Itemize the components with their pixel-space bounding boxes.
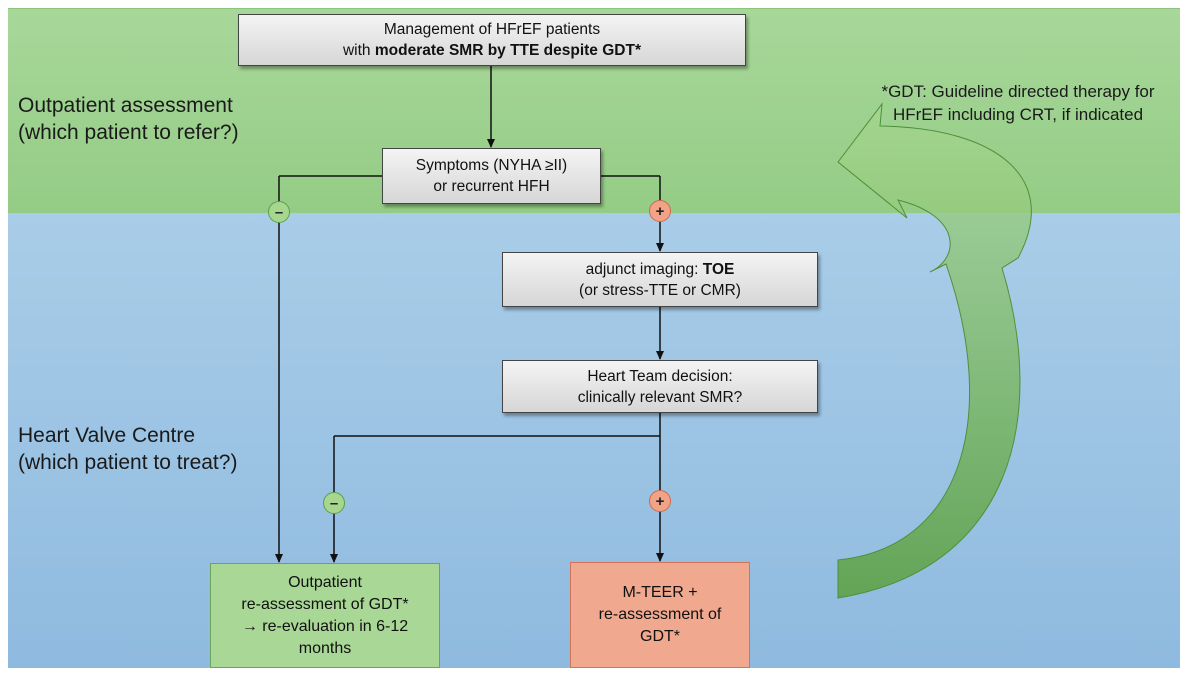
management-line2: with moderate SMR by TTE despite GDT* bbox=[342, 42, 641, 59]
outpatient-region-title: Outpatient assessment bbox=[18, 94, 233, 117]
hvc-region-subtitle: (which patient to treat?) bbox=[18, 451, 238, 474]
negative-badge-heart-team: – bbox=[323, 492, 345, 514]
positive-badge-symptoms: + bbox=[649, 200, 671, 222]
outpatient-region-subtitle: (which patient to refer?) bbox=[18, 121, 239, 144]
imaging-box: adjunct imaging: TOE (or stress-TTE or C… bbox=[502, 252, 818, 307]
outpatient-region-label: Outpatient assessment (which patient to … bbox=[18, 92, 239, 146]
gdt-footnote: *GDT: Guideline directed therapy for HFr… bbox=[881, 82, 1155, 124]
mteer-line1: M-TEER + bbox=[622, 584, 698, 601]
imaging-line2: (or stress-TTE or CMR) bbox=[579, 281, 741, 299]
management-box: Management of HFrEF patients with modera… bbox=[238, 14, 746, 66]
imaging-line1: adjunct imaging: TOE bbox=[585, 260, 735, 278]
symptoms-line1: Symptoms (NYHA ≥II) bbox=[415, 157, 568, 174]
positive-badge-heart-team: + bbox=[649, 490, 671, 512]
heart-team-box: Heart Team decision: clinically relevant… bbox=[502, 360, 818, 413]
outpatient-result-line1: Outpatient bbox=[288, 573, 362, 591]
outpatient-result-line2: re-assessment of GDT* bbox=[241, 595, 409, 613]
mteer-box: M-TEER + re-assessment of GDT* bbox=[570, 562, 750, 668]
symptoms-line2: or recurrent HFH bbox=[433, 178, 550, 195]
heart-team-line2: clinically relevant SMR? bbox=[577, 388, 743, 406]
feedback-curved-arrow bbox=[837, 102, 1032, 599]
mteer-line2: re-assessment of bbox=[598, 606, 722, 623]
hvc-region-title: Heart Valve Centre bbox=[18, 424, 196, 447]
outpatient-result-line4: months bbox=[298, 639, 352, 657]
outpatient-result-box: Outpatient re-assessment of GDT* → re-ev… bbox=[210, 563, 440, 668]
outpatient-result-line3: → re-evaluation in 6-12 bbox=[241, 617, 409, 635]
management-line1: Management of HFrEF patients bbox=[383, 21, 601, 38]
heart-team-line1: Heart Team decision: bbox=[587, 367, 733, 385]
hvc-region-label: Heart Valve Centre (which patient to tre… bbox=[18, 422, 237, 476]
mteer-line3: GDT* bbox=[640, 628, 680, 645]
negative-badge-symptoms: – bbox=[268, 201, 290, 223]
symptoms-box: Symptoms (NYHA ≥II) or recurrent HFH bbox=[382, 148, 601, 204]
